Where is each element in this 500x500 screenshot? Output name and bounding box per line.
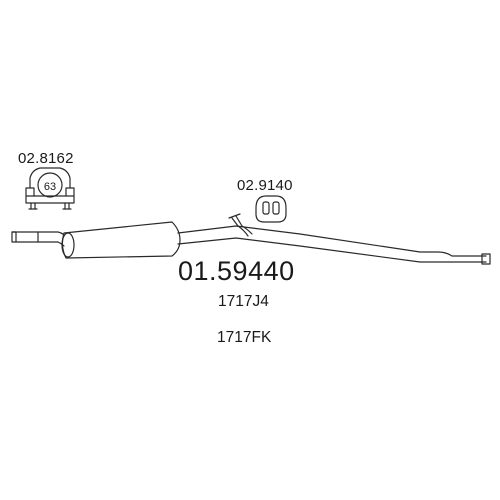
clamp-size-label: 63 (44, 181, 56, 193)
hanger-reference: 02.9140 (237, 177, 293, 194)
exhaust-clamp-icon (25, 167, 75, 210)
rubber-hanger-icon (255, 195, 287, 223)
clamp-reference: 02.8162 (18, 150, 74, 167)
part-number: 01.59440 (178, 256, 295, 286)
oem-code-1: 1717J4 (218, 293, 269, 310)
oem-code-2: 1717FK (217, 329, 272, 346)
exhaust-pipe-icon (11, 213, 491, 265)
